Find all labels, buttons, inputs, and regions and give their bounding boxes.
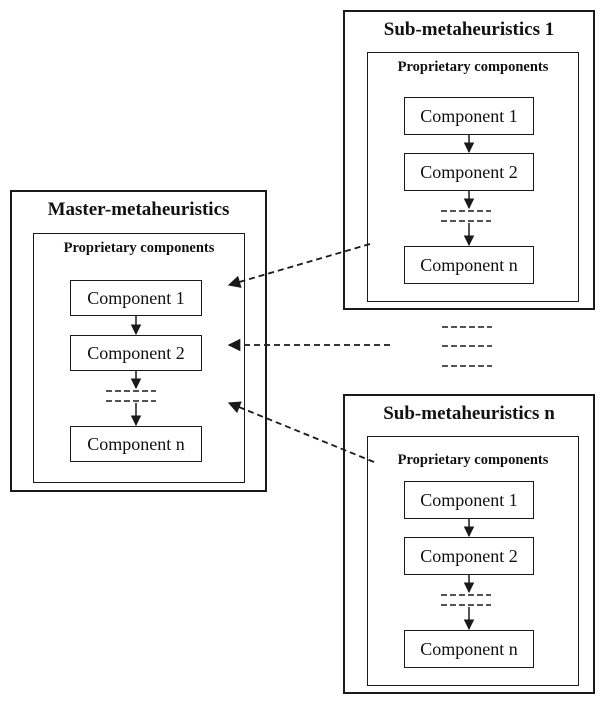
master-component-1: Component 1 xyxy=(70,280,202,316)
subn-component-n: Component n xyxy=(404,630,534,668)
master-metaheuristics-title: Master-metaheuristics xyxy=(47,199,230,220)
master-proprietary-components-title: Proprietary components xyxy=(63,240,215,256)
master-component-2: Component 2 xyxy=(70,335,202,371)
sub-metaheuristics-n-box: Sub-metaheuristics n Proprietary compone… xyxy=(343,394,595,694)
master-component-n: Component n xyxy=(70,426,202,462)
sub1-component-n: Component n xyxy=(404,246,534,284)
sub-metaheuristics-n-title: Sub-metaheuristics n xyxy=(383,403,555,424)
subn-component-2: Component 2 xyxy=(404,537,534,575)
sub-metaheuristics-1-title: Sub-metaheuristics 1 xyxy=(383,19,555,40)
sub1-proprietary-components-title: Proprietary components xyxy=(397,59,549,75)
sub1-component-2: Component 2 xyxy=(404,153,534,191)
subn-component-1: Component 1 xyxy=(404,481,534,519)
master-metaheuristics-box: Master-metaheuristics Proprietary compon… xyxy=(10,190,267,492)
sub1-component-1: Component 1 xyxy=(404,97,534,135)
subn-proprietary-components-title: Proprietary components xyxy=(397,452,549,468)
